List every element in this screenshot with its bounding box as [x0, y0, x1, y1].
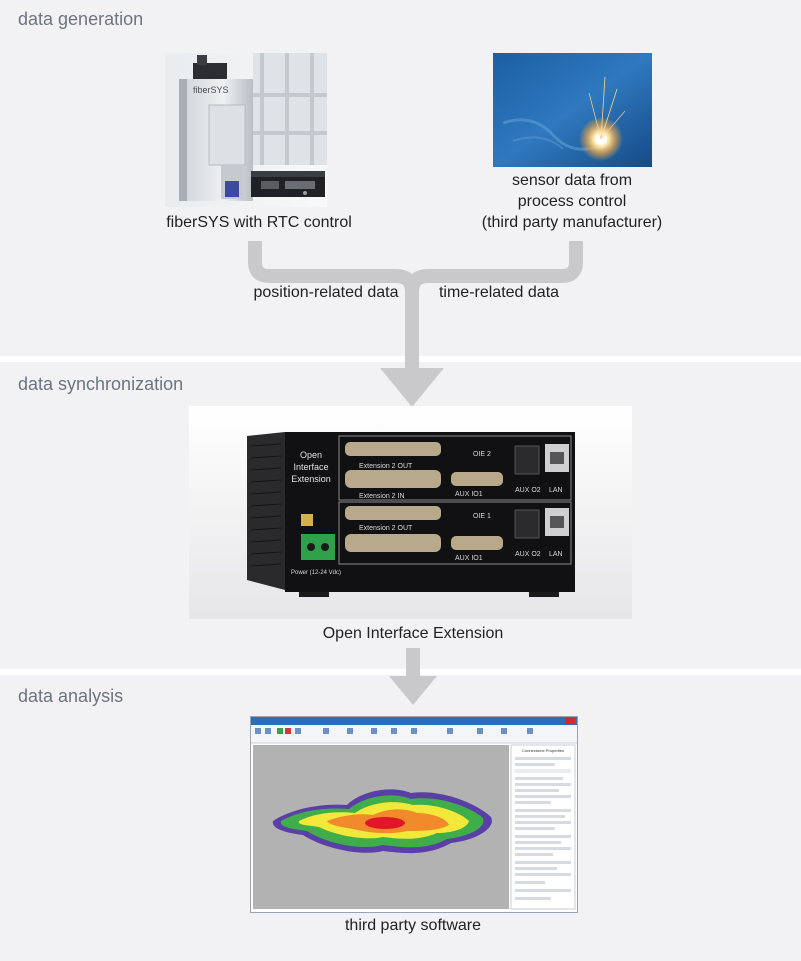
section-data-generation — [0, 0, 801, 356]
lower-aux-io-label: AUX IO1 — [455, 555, 483, 562]
upper-ext-in-label: Extension 2 IN — [359, 493, 405, 500]
lower-aux-o2-label: AUX O2 — [515, 551, 541, 558]
section-title-synchronization: data synchronization — [18, 374, 184, 394]
analysis-arrow — [389, 648, 437, 705]
section-title-generation: data generation — [18, 9, 144, 29]
lower-ext-out-label: Extension 2 OUT — [359, 525, 413, 532]
sensor-caption-line-1: sensor data from — [511, 172, 633, 189]
fibersys-machine-image: fiberSYS — [165, 53, 327, 207]
oie-panel-title-1: Open — [300, 450, 322, 460]
fibersys-caption: fiberSYS with RTC control — [166, 214, 352, 231]
lower-lan-label: LAN — [549, 551, 563, 558]
sync-arrow-head — [380, 356, 444, 407]
open-interface-extension-image: Open Interface Extension Extension 2 OUT… — [189, 406, 632, 619]
fibersys-logo-text: fiberSYS — [193, 85, 229, 95]
section-title-analysis: data analysis — [18, 686, 124, 706]
upper-ext-out-label: Extension 2 OUT — [359, 463, 413, 470]
position-data-label: position-related data — [253, 284, 399, 301]
sensor-caption-line-2: process control — [517, 193, 627, 210]
oie-panel-title-3: Extension — [291, 474, 331, 484]
software-caption: third party software — [344, 917, 482, 934]
third-party-software-screenshot: Connectome Properties — [250, 716, 578, 913]
upper-lan-label: LAN — [549, 487, 563, 494]
lower-oie-label: OIE 1 — [473, 513, 491, 520]
upper-aux-io-label: AUX IO1 — [455, 491, 483, 498]
upper-aux-o2-label: AUX O2 — [515, 487, 541, 494]
sensor-caption-line-3: (third party manufacturer) — [481, 214, 663, 231]
software-panel-title: Connectome Properties — [522, 748, 564, 753]
oie-panel-title-2: Interface — [293, 462, 328, 472]
sensor-process-image — [493, 53, 652, 167]
oie-caption: Open Interface Extension — [322, 625, 504, 642]
upper-oie-label: OIE 2 — [473, 451, 491, 458]
power-label: Power (12-24 Vdc) — [291, 570, 341, 576]
time-data-label: time-related data — [438, 284, 560, 301]
